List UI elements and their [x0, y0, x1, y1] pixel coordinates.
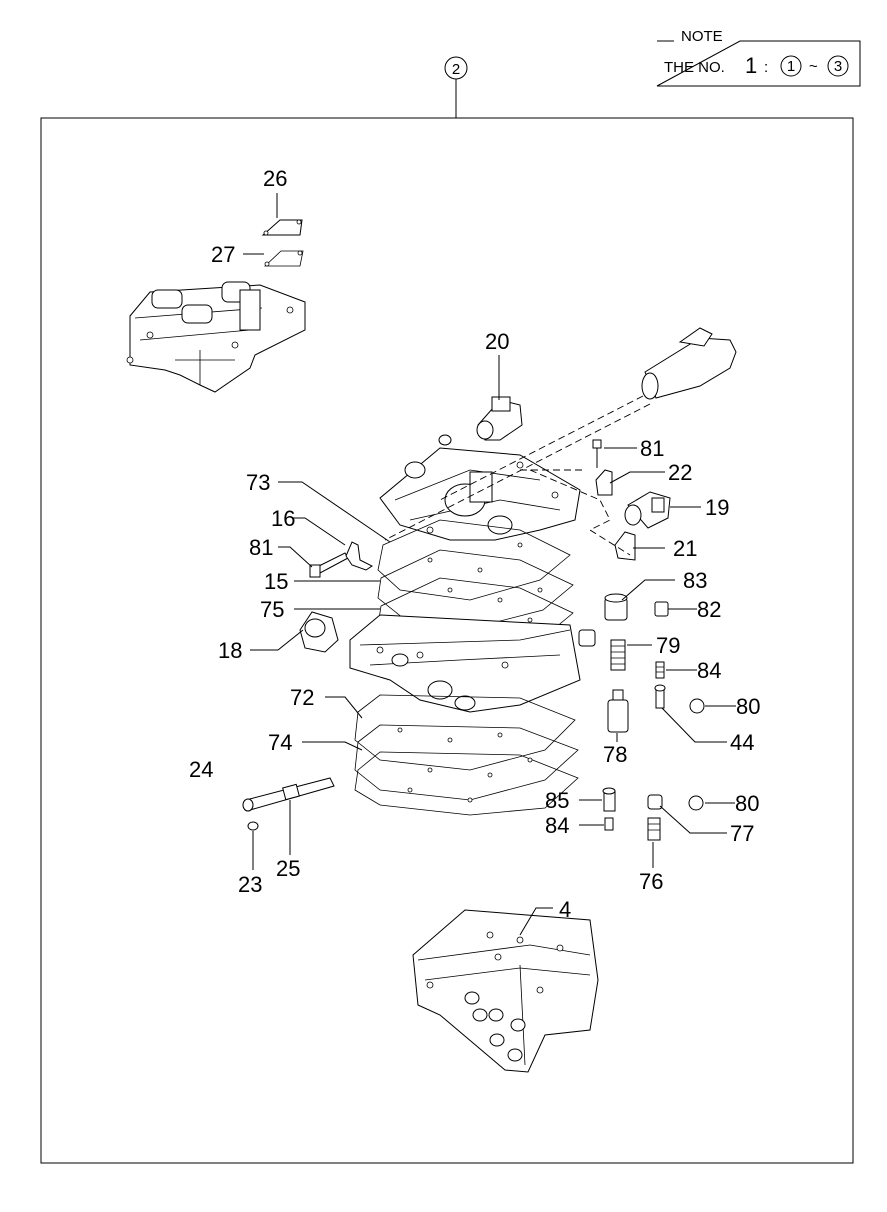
valve-78-part [607, 689, 629, 733]
callout-26: 26 [263, 166, 287, 191]
pin-44-part [654, 684, 666, 709]
callout-labels: 26 27 20 81 22 73 19 16 81 21 15 83 75 8… [189, 166, 760, 922]
callout-77: 77 [730, 821, 754, 846]
note-title: NOTE [681, 28, 723, 45]
plug-77-part [647, 794, 663, 810]
bracket-21-part [614, 531, 636, 561]
solenoid-18-part [299, 611, 339, 653]
bolt-81-part [309, 552, 349, 578]
callout-81-top: 81 [640, 436, 664, 461]
callout-72: 72 [290, 685, 314, 710]
center-valve-body-part [349, 614, 581, 713]
solenoid-19-part [624, 491, 671, 529]
callout-27: 27 [211, 242, 235, 267]
note-box: NOTE THE NO. 1 : 1 ~ 3 [656, 28, 861, 87]
callout-80-top: 80 [736, 694, 760, 719]
callout-80-bottom: 80 [735, 791, 759, 816]
gasket-part [263, 250, 304, 267]
large-solenoid-part [641, 327, 737, 400]
plug-left-part [578, 629, 596, 647]
callout-22: 22 [668, 460, 692, 485]
spring-84-bottom-part [604, 817, 614, 831]
callout-18: 18 [218, 638, 242, 663]
callout-19: 19 [705, 495, 729, 520]
separator-plate-72-part [354, 694, 576, 771]
ball-80-bottom-part [688, 795, 704, 811]
solenoid-20-part [476, 396, 523, 441]
assembly-marker: 2 [452, 61, 460, 78]
spring-79-part [610, 639, 626, 671]
note-separator: : [764, 59, 768, 76]
bracket-22-part [592, 439, 613, 496]
lower-plate-part [354, 751, 579, 816]
middle-valve-body-part [379, 434, 581, 541]
callout-81-left: 81 [249, 535, 273, 560]
callout-24: 24 [189, 757, 213, 782]
callout-16: 16 [271, 506, 295, 531]
clip-16-part [345, 541, 373, 571]
plug-83-part [604, 593, 628, 621]
cover-plate-part [261, 219, 303, 236]
callout-74: 74 [268, 730, 292, 755]
callout-44: 44 [730, 730, 754, 755]
callout-25: 25 [276, 856, 300, 881]
callout-23: 23 [238, 872, 262, 897]
upper-valve-body-part [126, 281, 306, 393]
note-range-end: 3 [834, 58, 842, 75]
ball-80-top-part [689, 698, 705, 714]
note-range-end-circle [827, 55, 849, 77]
note-range-start: 1 [787, 58, 795, 75]
pipe-24-part [225, 736, 250, 779]
separator-plate-74-part [354, 724, 579, 801]
assembly-frame: 2 [40, 56, 854, 1164]
callout-83: 83 [683, 568, 707, 593]
assembly-dashed-lines [384, 395, 651, 556]
callout-4: 4 [559, 897, 571, 922]
pipe-25-part [242, 777, 335, 812]
callout-84-top: 84 [697, 658, 721, 683]
separator-plate-15-part [377, 549, 574, 629]
callout-15: 15 [264, 569, 288, 594]
spring-84-top-part [655, 661, 665, 679]
spring-76-part [647, 817, 661, 841]
callout-84-bottom: 84 [545, 813, 569, 838]
separator-plate-73-part [377, 519, 571, 601]
callout-76: 76 [639, 869, 663, 894]
callout-20: 20 [485, 329, 509, 354]
note-number: 1 [745, 53, 757, 78]
note-tilde: ~ [809, 58, 818, 75]
callout-75: 75 [260, 597, 284, 622]
note-prefix: THE NO. [664, 59, 725, 76]
assembly-frame-border [40, 117, 854, 1164]
pin-85-part [602, 787, 616, 812]
note-range-start-circle [780, 55, 802, 77]
o-ring-23-part [247, 821, 259, 831]
lower-valve-body-part [412, 909, 599, 1073]
callout-79: 79 [656, 633, 680, 658]
callout-82: 82 [697, 597, 721, 622]
leader-lines [243, 193, 736, 936]
lower-plate-holes [397, 727, 533, 803]
callout-78: 78 [603, 742, 627, 767]
plug-82-part [654, 601, 669, 617]
callout-73: 73 [246, 470, 270, 495]
callout-21: 21 [673, 536, 697, 561]
callout-85: 85 [545, 788, 569, 813]
